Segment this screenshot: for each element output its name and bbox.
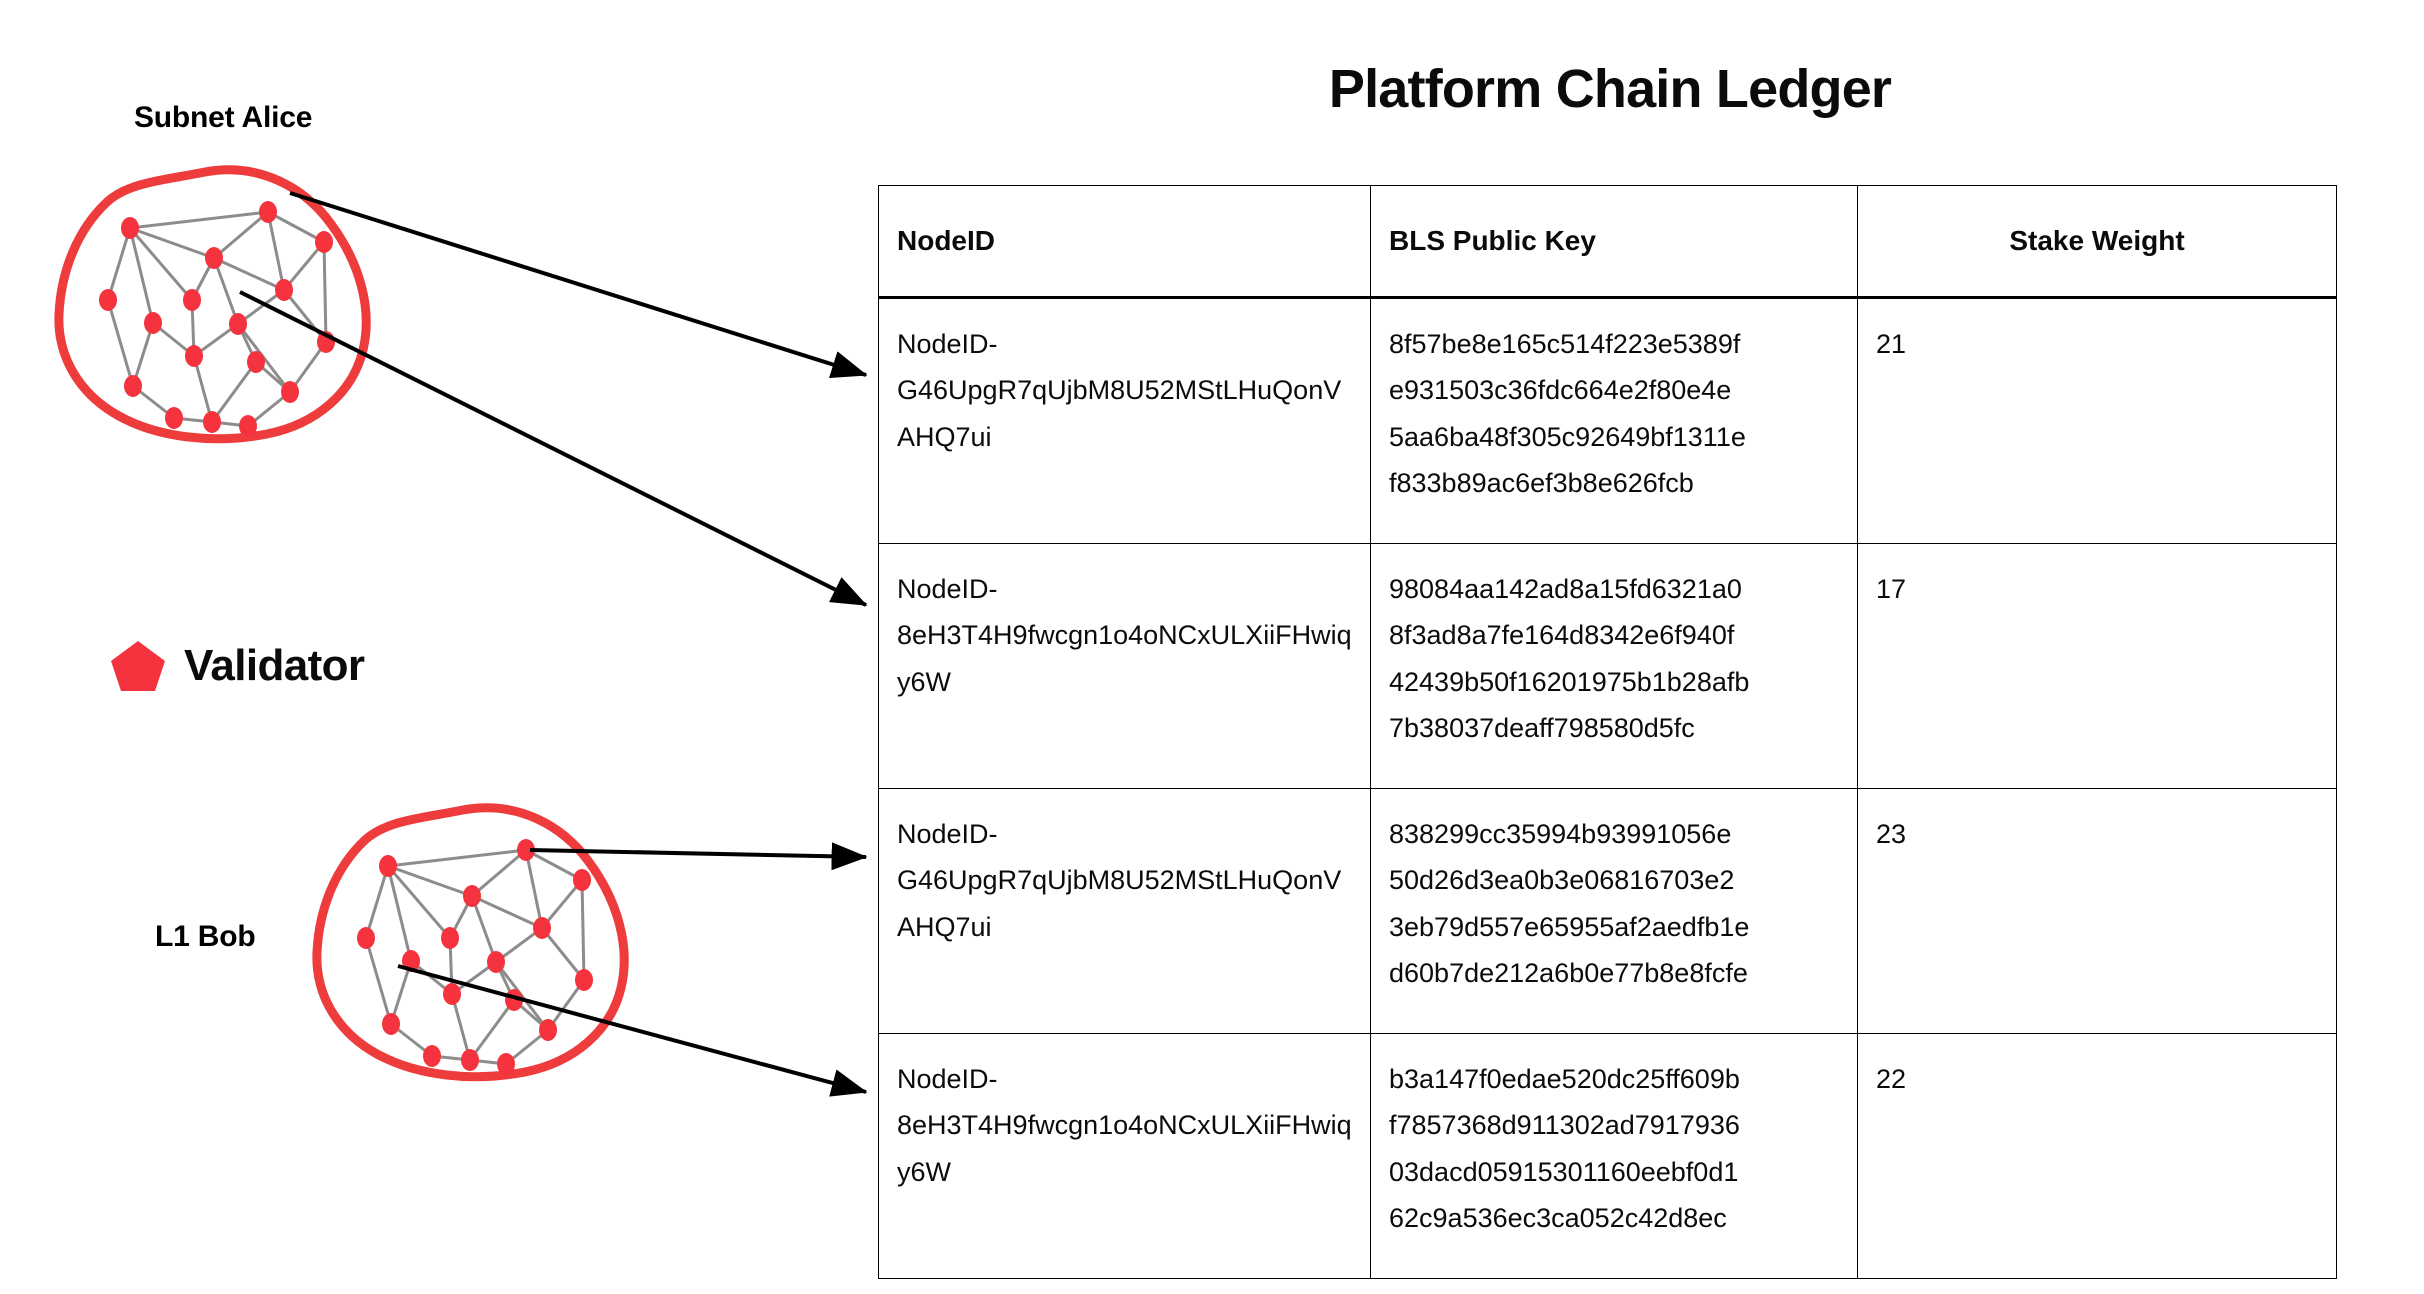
bls-line: 838299cc35994b93991056e <box>1389 819 1732 849</box>
bls-line: 62c9a536ec3ca052c42d8ec <box>1389 1203 1727 1234</box>
arrow-bob-row4 <box>397 964 868 1097</box>
cell-nodeid: NodeID- G46UpgR7qUjbM8U52MStLHuQonVAHQ7ui <box>878 788 1371 1034</box>
bls-line: 3eb79d557e65955af2aedfb1e <box>1389 911 1750 942</box>
nodeid-prefix: NodeID- <box>897 819 998 849</box>
bls-line: b3a147f0edae520dc25ff609b <box>1389 1064 1740 1094</box>
cell-stake-weight: 17 <box>1857 543 2337 789</box>
l1-bob-boundary <box>317 808 624 1077</box>
subnet-alice-boundary <box>59 170 366 439</box>
nodeid-prefix: NodeID- <box>897 1064 998 1094</box>
cell-bls-public-key: 8f57be8e165c514f223e5389f e931503c36fdc6… <box>1370 297 1858 544</box>
table-row: NodeID- 8eH3T4H9fwcgn1o4oNCxULXiiFHwiqy6W… <box>878 543 2337 789</box>
table-header-row: NodeID BLS Public Key Stake Weight <box>878 185 2337 299</box>
arrow-bob-row3 <box>529 842 868 871</box>
nodeid-body: G46UpgR7qUjbM8U52MStLHuQonVAHQ7ui <box>897 865 1342 942</box>
column-header-nodeid: NodeID <box>878 185 1371 299</box>
cell-bls-public-key: 838299cc35994b93991056e 50d26d3ea0b3e068… <box>1370 788 1858 1034</box>
arrow-alice-row2 <box>239 290 868 607</box>
bls-line: 42439b50f16201975b1b28afb <box>1389 666 1750 697</box>
validator-legend: Validator <box>110 639 365 693</box>
nodeid-prefix: NodeID- <box>897 329 998 359</box>
subnet-alice-label: Subnet Alice <box>134 101 313 134</box>
subnet-alice-validators <box>97 199 337 439</box>
subnet-alice-group <box>59 170 366 439</box>
bls-line: 03dacd05915301160eebf0d1 <box>1389 1156 1739 1187</box>
cell-nodeid: NodeID- 8eH3T4H9fwcgn1o4oNCxULXiiFHwiqy6W <box>878 1033 1371 1279</box>
platform-chain-ledger-table: NodeID BLS Public Key Stake Weight NodeI… <box>878 185 2337 1279</box>
nodeid-body: G46UpgR7qUjbM8U52MStLHuQonVAHQ7ui <box>897 375 1342 452</box>
table-row: NodeID- 8eH3T4H9fwcgn1o4oNCxULXiiFHwiqy6W… <box>878 1033 2337 1279</box>
cell-stake-weight: 23 <box>1857 788 2337 1034</box>
bls-line: 8f57be8e165c514f223e5389f <box>1389 329 1741 359</box>
arrow-alice-row1 <box>289 191 868 378</box>
l1-bob-validators <box>355 837 595 1077</box>
cell-stake-weight: 21 <box>1857 297 2337 544</box>
bls-line: f7857368d911302ad7917936 <box>1389 1110 1740 1141</box>
bls-line: 8f3ad8a7fe164d8342e6f940f <box>1389 620 1735 651</box>
nodeid-body: 8eH3T4H9fwcgn1o4oNCxULXiiFHwiqy6W <box>897 1110 1352 1187</box>
table-row: NodeID- G46UpgR7qUjbM8U52MStLHuQonVAHQ7ui… <box>878 788 2337 1034</box>
bls-line: 50d26d3ea0b3e06816703e2 <box>1389 865 1735 896</box>
bls-line: 7b38037deaff798580d5fc <box>1389 713 1695 744</box>
column-header-stake-weight: Stake Weight <box>1857 185 2337 299</box>
cell-nodeid: NodeID- 8eH3T4H9fwcgn1o4oNCxULXiiFHwiqy6W <box>878 543 1371 789</box>
nodeid-prefix: NodeID- <box>897 574 998 604</box>
page-title: Platform Chain Ledger <box>1328 59 1892 119</box>
bls-line: 98084aa142ad8a15fd6321a0 <box>1389 574 1742 604</box>
pentagon-icon <box>111 641 165 691</box>
cell-bls-public-key: 98084aa142ad8a15fd6321a0 8f3ad8a7fe164d8… <box>1370 543 1858 789</box>
bls-line: d60b7de212a6b0e77b8e8fcfe <box>1389 958 1748 989</box>
l1-bob-group <box>317 808 624 1077</box>
bls-line: e931503c36fdc664e2f80e4e <box>1389 375 1732 406</box>
bls-line: f833b89ac6ef3b8e626fcb <box>1389 468 1694 499</box>
nodeid-body: 8eH3T4H9fwcgn1o4oNCxULXiiFHwiqy6W <box>897 620 1352 697</box>
validator-legend-label: Validator <box>184 641 365 690</box>
cell-stake-weight: 22 <box>1857 1033 2337 1279</box>
cell-nodeid: NodeID- G46UpgR7qUjbM8U52MStLHuQonVAHQ7ui <box>878 297 1371 544</box>
table-row: NodeID- G46UpgR7qUjbM8U52MStLHuQonVAHQ7ui… <box>878 297 2337 544</box>
column-header-bls-public-key: BLS Public Key <box>1370 185 1858 299</box>
cell-bls-public-key: b3a147f0edae520dc25ff609b f7857368d91130… <box>1370 1033 1858 1279</box>
bls-line: 5aa6ba48f305c92649bf1311e <box>1389 421 1746 452</box>
l1-bob-label: L1 Bob <box>155 920 256 953</box>
